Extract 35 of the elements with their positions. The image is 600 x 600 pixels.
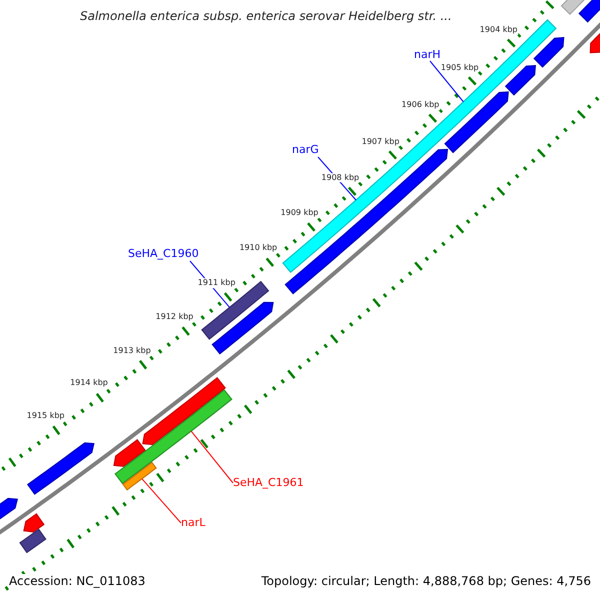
gene-feature xyxy=(578,0,600,23)
feature-bar xyxy=(122,462,157,491)
leader-line xyxy=(141,478,182,524)
tick-label: 1906 kbp xyxy=(400,100,440,110)
gene-feature xyxy=(504,65,536,96)
feature-bar xyxy=(114,389,232,484)
tick-label: 1915 kbp xyxy=(26,411,66,421)
gene-feature xyxy=(212,302,274,355)
gene-feature xyxy=(23,513,45,533)
gene-feature xyxy=(533,36,564,68)
title: Salmonella enterica subsp. enterica serovar Heidelberg str. ... xyxy=(80,9,452,24)
tick-label: 1914 kbp xyxy=(69,378,109,388)
gene-label: SeHA_C1961 xyxy=(233,476,304,490)
tick-label: 1910 kbp xyxy=(238,244,278,254)
leader-line xyxy=(190,430,234,484)
gene-feature xyxy=(444,91,509,154)
tick-label: 1907 kbp xyxy=(360,136,400,146)
accession-text: Accession: NC_011083 xyxy=(8,574,146,588)
gene-label: narG xyxy=(292,143,319,156)
tick-label: 1913 kbp xyxy=(112,346,152,356)
gene-feature xyxy=(142,377,226,446)
tick-label: 1904 kbp xyxy=(478,25,518,35)
tick-label: 1905 kbp xyxy=(440,63,480,73)
gene-feature xyxy=(113,439,146,467)
gene-label: SeHA_C1960 xyxy=(128,247,199,260)
tick-label: 1911 kbp xyxy=(196,278,236,288)
genome-info-text: Topology: circular; Length: 4,888,768 bp; Genes: 4,756 xyxy=(260,574,592,588)
gene-feature xyxy=(26,442,95,495)
tick-label: 1908 kbp xyxy=(320,172,360,183)
feature-bar xyxy=(19,528,46,554)
gene-label: narL xyxy=(181,516,206,530)
gene-label: narH xyxy=(414,48,441,62)
tick-label: 1909 kbp xyxy=(280,208,320,218)
leader-line xyxy=(430,60,464,102)
tick-label: 1912 kbp xyxy=(154,312,194,322)
